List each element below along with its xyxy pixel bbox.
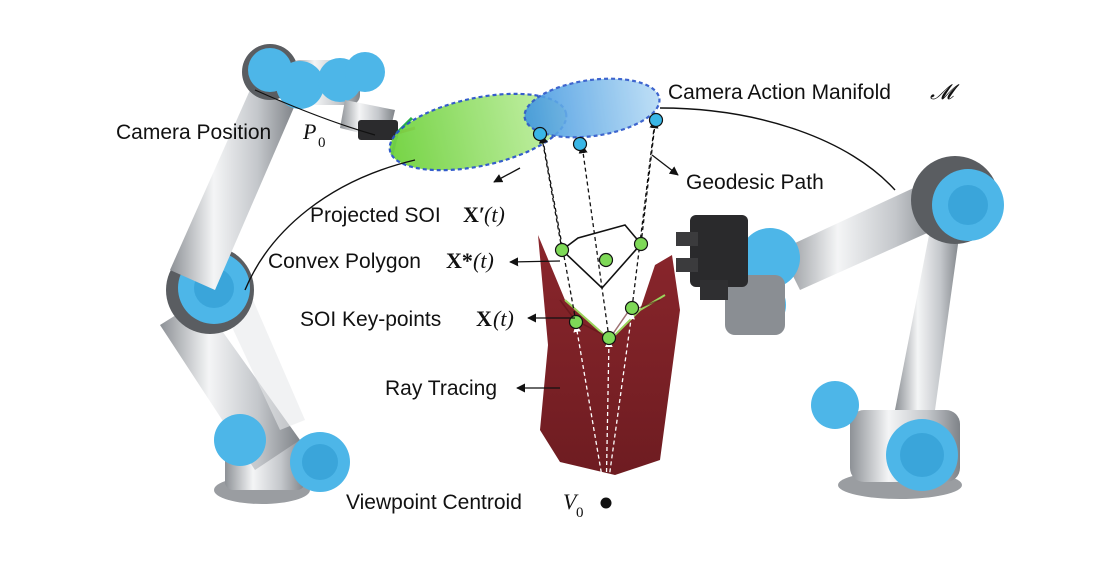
right-arc: [659, 107, 896, 191]
keypoint-marker: [601, 330, 617, 346]
annotation-arrows: [493, 154, 679, 393]
label-geodesic-path: Geodesic Path: [686, 171, 824, 194]
label-camera-action-manifold: Camera Action Manifold 𝓜: [668, 80, 960, 104]
svg-text:(t): (t): [473, 248, 494, 273]
projected-keypoint-marker: [572, 136, 588, 152]
keypoint-marker: [624, 300, 640, 316]
svg-text:Camera Action Manifold: Camera Action Manifold: [668, 81, 891, 104]
projected-keypoints: [532, 112, 664, 152]
svg-text:0: 0: [576, 505, 584, 521]
svg-text:Camera Position: Camera Position: [116, 121, 271, 144]
left-robot-arm: [160, 44, 416, 504]
svg-text:(t): (t): [484, 202, 505, 227]
right-robot-arm: [676, 156, 1004, 499]
keypoint-marker: [598, 252, 614, 268]
projected-keypoint-marker: [648, 112, 664, 128]
camera-action-manifold: [388, 77, 661, 172]
svg-text:X*: X*: [446, 248, 473, 273]
cloth-bag: [538, 235, 680, 475]
left-arc: [244, 159, 416, 291]
svg-text:SOI Key-points: SOI Key-points: [300, 308, 441, 331]
soi-keypoints: [568, 300, 640, 346]
projected-keypoint-marker: [532, 126, 548, 142]
projection-rays: [538, 119, 659, 339]
svg-text:X′: X′: [463, 202, 485, 227]
label-soi-keypoints: SOI Key-points X (t): [300, 306, 514, 331]
svg-text:(t): (t): [493, 306, 514, 331]
svg-text:Projected SOI: Projected SOI: [310, 204, 441, 227]
svg-text:P: P: [302, 119, 316, 144]
label-projected-soi: Projected SOI X′ (t): [310, 202, 505, 227]
camera-position-leader: [254, 89, 376, 136]
label-convex-polygon: Convex Polygon X* (t): [268, 248, 494, 273]
keypoint-marker: [568, 314, 584, 330]
label-viewpoint-centroid: Viewpoint Centroid V 0: [346, 489, 584, 521]
keypoint-marker: [554, 242, 570, 258]
svg-text:X: X: [476, 306, 492, 331]
label-camera-position: Camera Position P 0: [116, 119, 326, 151]
convex-polygon: [560, 224, 643, 290]
label-ray-tracing: Ray Tracing: [385, 377, 497, 400]
polygon-vertices: [554, 236, 649, 268]
svg-text:𝓜: 𝓜: [930, 80, 960, 104]
svg-text:V: V: [563, 489, 579, 514]
svg-text:Convex Polygon: Convex Polygon: [268, 250, 421, 273]
svg-text:0: 0: [318, 135, 326, 151]
viewpoint-centroid-dot: [600, 497, 612, 509]
svg-text:Viewpoint Centroid: Viewpoint Centroid: [346, 491, 522, 514]
keypoint-marker: [633, 236, 649, 252]
ray-tracing-rays: [573, 311, 635, 501]
